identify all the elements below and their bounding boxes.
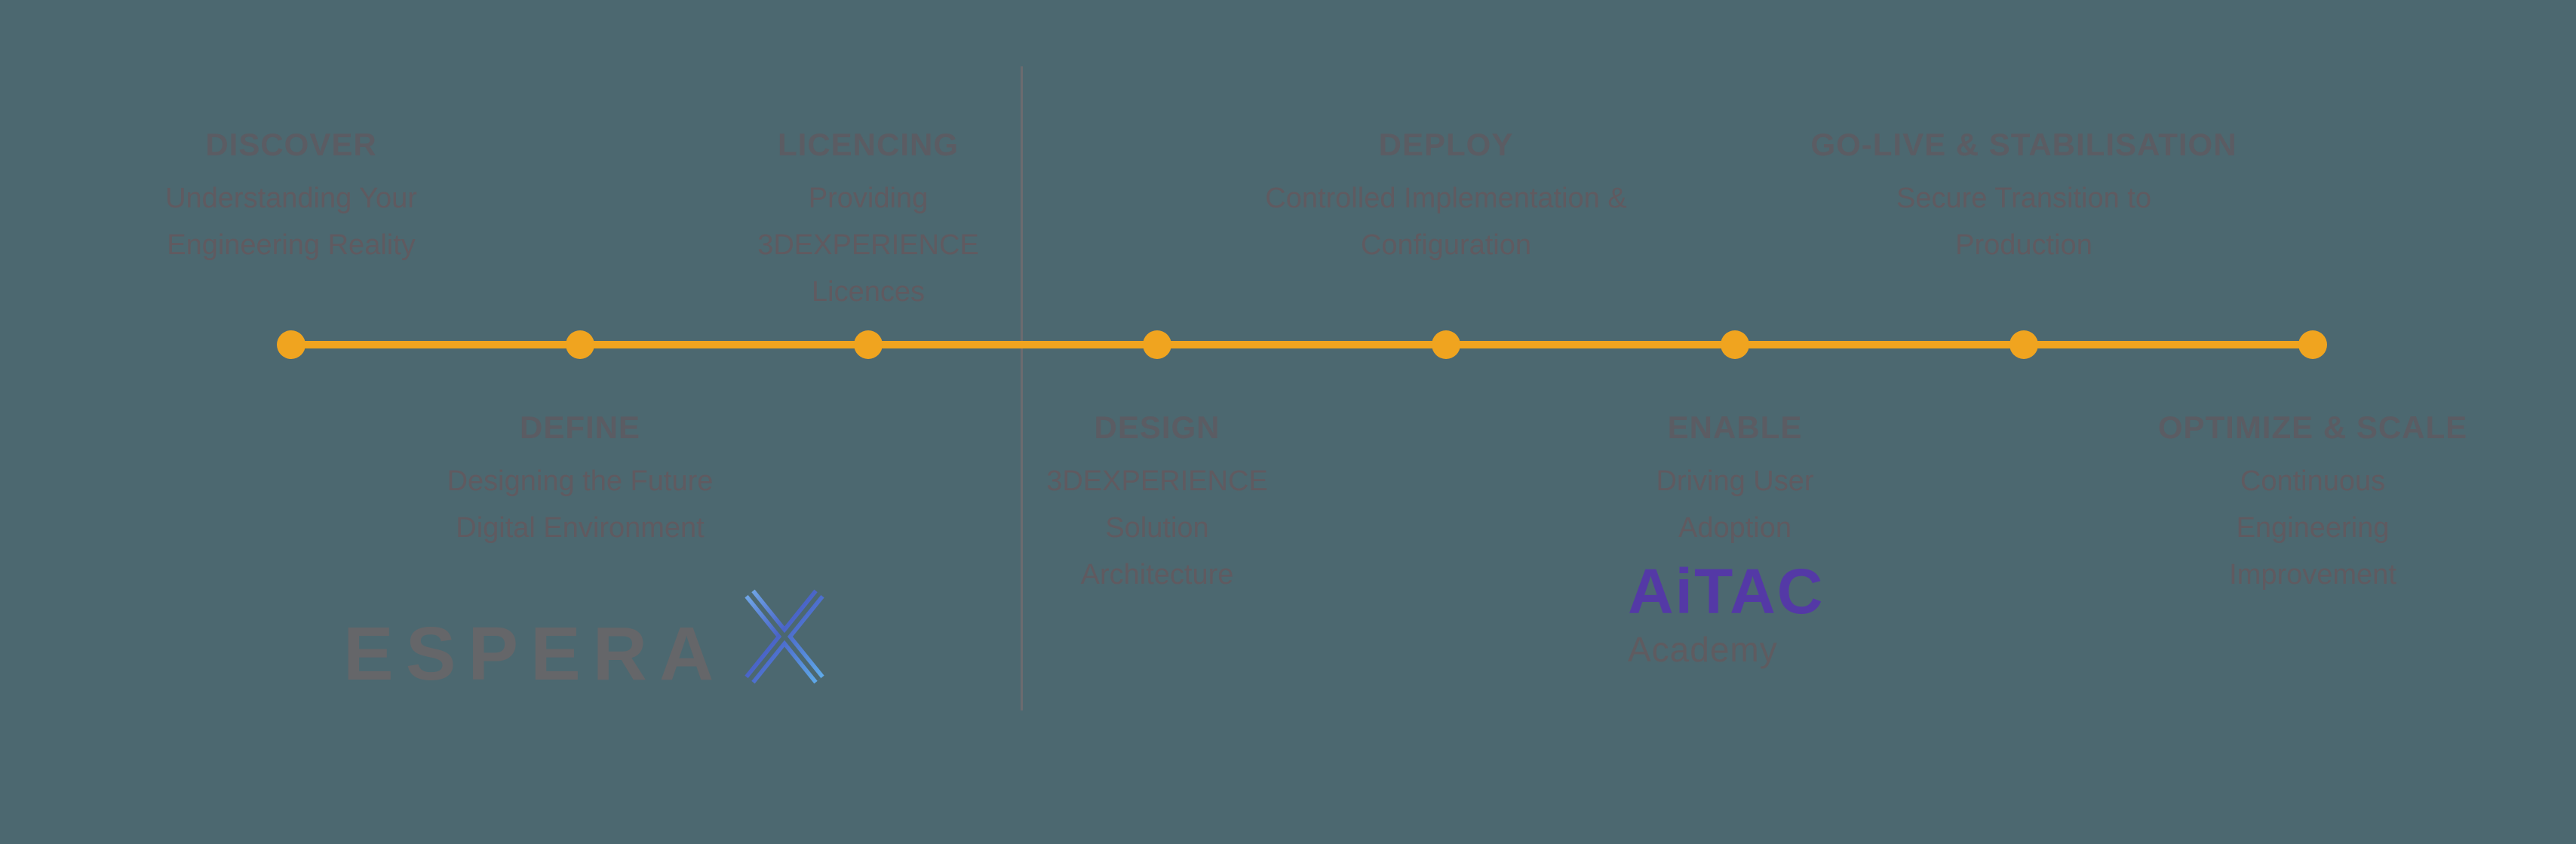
milestone-subtitle: Understanding Your Engineering Reality <box>165 183 417 261</box>
milestone-licencing: LICENCING Providing 3DEXPERIENCE Licence… <box>604 125 1132 315</box>
espera-x-logo: ESPERA <box>343 586 830 692</box>
milestone-subtitle: Controlled Implementation & Configuratio… <box>1265 183 1627 261</box>
milestone-title: DESIGN <box>1094 410 1220 445</box>
milestone-title: DEPLOY <box>1378 127 1514 162</box>
milestone-subtitle: 3DEXPERIENCE Solution Architecture <box>1046 465 1268 591</box>
timeline-line <box>291 341 2313 348</box>
milestone-design: DESIGN 3DEXPERIENCE Solution Architectur… <box>893 408 1421 598</box>
phase-divider-line <box>1021 66 1023 710</box>
milestone-subtitle: Secure Transition to Production <box>1896 183 2151 261</box>
timeline-dot <box>2298 330 2327 359</box>
milestone-title: GO-LIVE & STABILISATION <box>1810 127 2237 162</box>
timeline-dot <box>566 330 594 359</box>
timeline-dot <box>854 330 883 359</box>
aitac-wordmark: AiTAC <box>1628 556 1825 627</box>
milestone-optimize-scale: OPTIMIZE & SCALE Continuous Engineering … <box>2049 408 2576 598</box>
milestone-enable: ENABLE Driving User Adoption <box>1471 408 1999 551</box>
timeline-dot <box>1432 330 1460 359</box>
aitac-academy-label: Academy <box>1628 630 1778 669</box>
milestone-title: LICENCING <box>778 127 959 162</box>
aitac-academy-logo: AiTAC Academy <box>1628 560 1824 670</box>
milestone-subtitle: Driving User Adoption <box>1656 465 1814 544</box>
timeline-dot <box>1721 330 1749 359</box>
milestone-discover: DISCOVER Understanding Your Engineering … <box>27 125 555 269</box>
milestone-define: DEFINE Designing the Future Digital Envi… <box>316 408 844 551</box>
milestone-subtitle: Designing the Future Digital Environment <box>447 465 714 544</box>
milestone-title: ENABLE <box>1667 410 1803 445</box>
milestone-subtitle: Continuous Engineering Improvement <box>2229 465 2396 591</box>
milestone-title: DISCOVER <box>205 127 377 162</box>
espera-wordmark: ESPERA <box>343 612 726 696</box>
timeline-dot <box>1143 330 1171 359</box>
milestone-deploy: DEPLOY Controlled Implementation & Confi… <box>1182 125 1710 269</box>
timeline-dot <box>2010 330 2038 359</box>
espera-x-icon <box>745 589 824 684</box>
milestone-go-live-stabilisation: GO-LIVE & STABILISATION Secure Transitio… <box>1760 125 2288 269</box>
milestone-title: DEFINE <box>519 410 640 445</box>
milestone-subtitle: Providing 3DEXPERIENCE Licences <box>757 183 979 308</box>
milestone-title: OPTIMIZE & SCALE <box>2157 410 2468 445</box>
timeline-dot <box>277 330 305 359</box>
